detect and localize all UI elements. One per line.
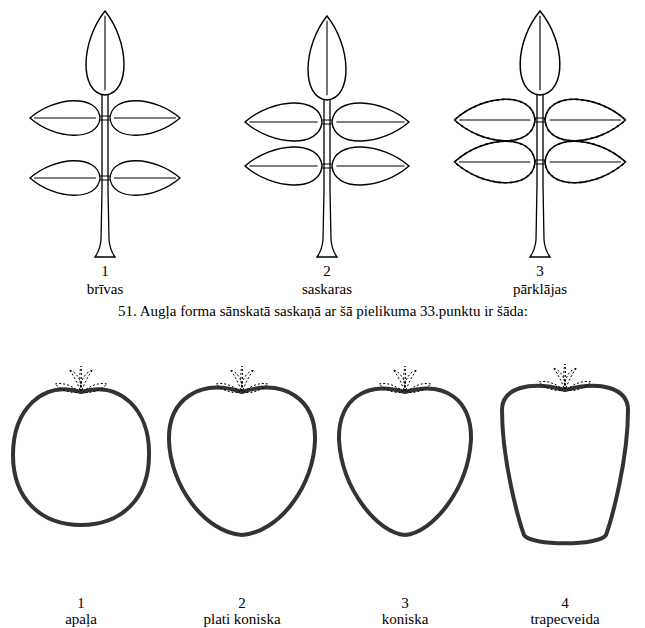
leaflet (245, 147, 322, 185)
leaflet (30, 161, 100, 196)
leaf-touching (245, 16, 409, 257)
callout-number: 3 (536, 263, 544, 280)
callout-number: 2 (323, 263, 331, 280)
terminal-leaflet (308, 16, 346, 100)
terminal-leaflet (520, 11, 560, 95)
leaflet (30, 101, 100, 136)
shape-label: trapecveida (530, 611, 599, 628)
leaf-overlapping (455, 11, 626, 257)
leaflet (332, 103, 409, 141)
fruit-broad-conic (169, 388, 315, 535)
arrangement-label: saskaras (302, 281, 352, 298)
shape-label: apaļa (65, 611, 97, 628)
calyx (379, 366, 431, 393)
leaflet (545, 141, 626, 182)
arrangement-label: pārklājas (513, 281, 567, 298)
shape-label: plati koniska (203, 611, 280, 628)
shape-label: koniska (382, 611, 429, 628)
calyx (55, 366, 107, 393)
petiolule (321, 120, 333, 168)
hidden-edge (455, 99, 536, 140)
arrangement-label: brīvas (87, 281, 124, 298)
hidden-edge (455, 141, 536, 182)
hidden-edge (545, 141, 626, 182)
callout-number: 1 (77, 595, 85, 612)
fruit-conic (339, 389, 471, 535)
leaflet (110, 101, 180, 136)
callout-number: 4 (561, 595, 569, 612)
fruit-shapes (13, 386, 628, 544)
leaflet (110, 161, 180, 196)
callout-number: 3 (401, 595, 409, 612)
leaflet (455, 99, 536, 140)
fruit-round (13, 389, 149, 525)
petiolule (534, 118, 546, 164)
title: 51. Augļa forma sānskatā saskaņā ar šā p… (118, 303, 528, 320)
terminal-leaflet (86, 11, 124, 95)
leaflet (245, 103, 322, 141)
hidden-edge (545, 99, 626, 140)
callout-number: 2 (238, 595, 246, 612)
leaflet (545, 99, 626, 140)
petiolule (99, 116, 111, 180)
fruit-trapezoid (502, 386, 628, 544)
calyx (216, 366, 268, 393)
leaflet (332, 147, 409, 185)
calyx (539, 364, 591, 391)
leaflet (455, 141, 536, 182)
callout-number: 1 (101, 263, 109, 280)
leaf-free (30, 11, 180, 257)
